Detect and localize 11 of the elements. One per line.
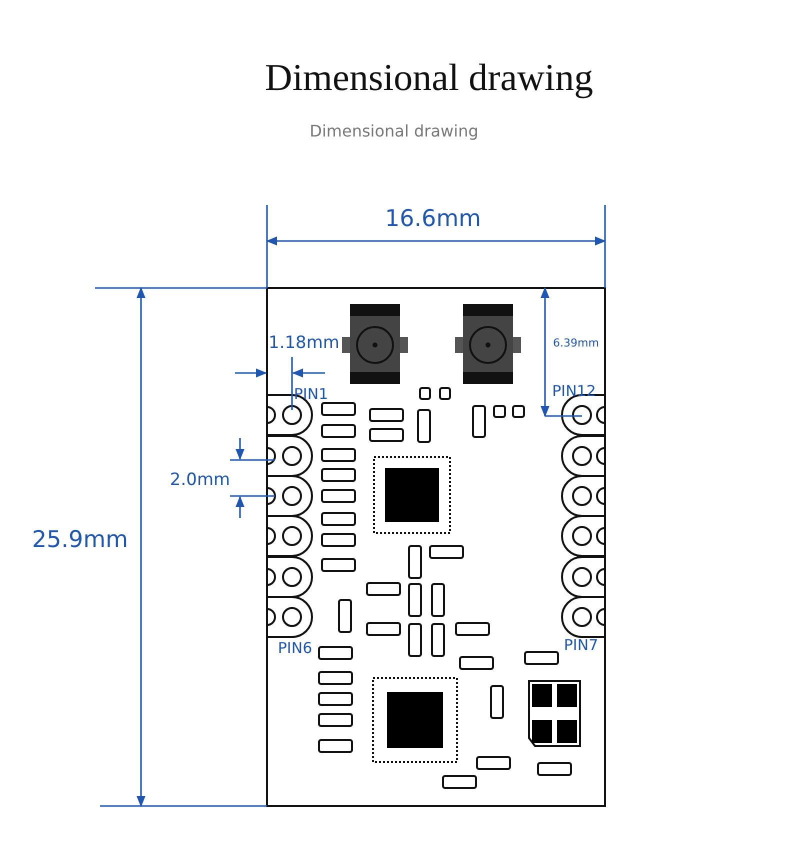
dimension-label: 16.6mm	[384, 206, 482, 232]
page-title: Dimensional drawing	[264, 56, 594, 100]
pin-label: PIN7	[564, 636, 598, 654]
dimension-label: 25.9mm	[32, 527, 128, 553]
dimension-label: 6.39mm	[553, 336, 599, 350]
pin-label: PIN1	[294, 385, 328, 403]
pin-label: PIN12	[552, 382, 596, 400]
subtitle: Dimensional drawing	[310, 122, 478, 140]
dimension-label: 2.0mm	[170, 470, 230, 490]
pin-label: PIN6	[278, 639, 312, 657]
dimension-label: 1.18mm	[268, 333, 340, 353]
